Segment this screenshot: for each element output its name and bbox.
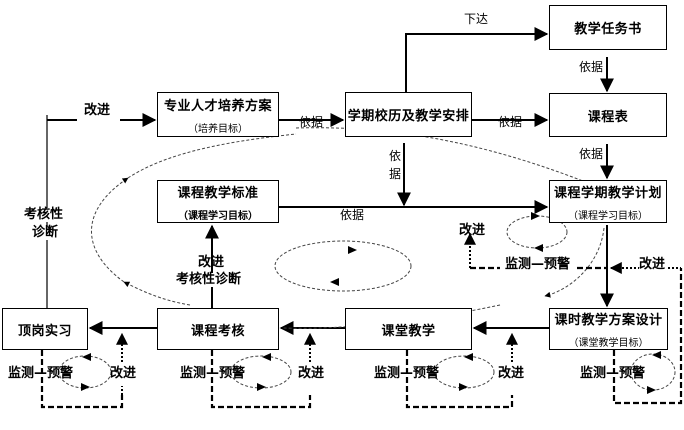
curve-plan-to-classroom <box>544 227 605 298</box>
box-internship: 顶岗实习 <box>2 308 88 350</box>
box-title: 课程教学标准 <box>177 185 259 201</box>
label-improve-internship: 改进 <box>110 366 137 381</box>
box-title: 顶岗实习 <box>17 323 72 339</box>
box-semester-calendar: 学期校历及教学安排 <box>345 92 472 137</box>
label-monitor-plan: 监测—预警 <box>505 257 571 272</box>
arrow-calendar-to-task <box>405 27 549 92</box>
label-basis-task-timetable: 依据 <box>579 60 604 74</box>
curve-left-arc <box>91 177 129 283</box>
box-timetable: 课程表 <box>549 93 667 137</box>
label-basis-calendar-down-2: 据 <box>388 166 402 182</box>
label-basis-calendar-timetable: 依据 <box>498 115 523 129</box>
box-title: 专业人才培养方案 <box>163 98 272 114</box>
label-basis-standard-plan: 依据 <box>340 208 365 222</box>
label-monitor-internship: 监测—预警 <box>8 366 74 381</box>
curve-classroom-to-assessment <box>281 304 501 329</box>
label-basis-timetable-plan: 依据 <box>579 147 604 161</box>
label-diagnosis-standard: 考核性诊断 <box>176 272 242 287</box>
box-course-standard: 课程教学标准 （课程学习目标） <box>157 180 279 223</box>
box-teaching-task: 教学任务书 <box>549 5 667 50</box>
box-title: 课堂教学 <box>381 323 436 339</box>
box-subtitle: （课程学习目标） <box>568 210 648 222</box>
label-improve-classroom: 改进 <box>498 366 525 381</box>
box-title: 课程学期教学计划 <box>553 185 662 201</box>
label-improve-right: 改进 <box>639 257 666 272</box>
box-title: 课程表 <box>587 109 629 125</box>
center-cycle-ellipse <box>274 240 412 292</box>
box-classroom-teaching: 课堂教学 <box>345 308 472 350</box>
box-talent-plan: 专业人才培养方案 （培养目标） <box>157 92 279 137</box>
label-diagnosis-2: 诊断 <box>32 225 59 240</box>
box-subtitle: （课程学习目标） <box>178 210 258 222</box>
bracket-lesson <box>612 268 683 405</box>
box-title: 学期校历及教学安排 <box>347 109 470 124</box>
curve-left-to-talent <box>127 133 297 179</box>
label-monitor-classroom: 监测—预警 <box>374 366 440 381</box>
bracket-assessment <box>210 350 312 409</box>
label-diagnosis-1: 考核性 <box>24 207 64 222</box>
label-improve-assessment: 改进 <box>298 366 325 381</box>
box-lesson-design: 课时教学方案设计 （课堂教学目标） <box>549 308 668 350</box>
box-subtitle: （培养目标） <box>188 123 248 135</box>
label-basis-calendar-down-1: 依 <box>388 148 402 164</box>
label-monitor-assessment: 监测—预警 <box>180 366 246 381</box>
label-monitor-lesson: 监测—预警 <box>580 366 646 381</box>
internship-cycle-ellipse <box>58 355 112 389</box>
label-improve-top: 改进 <box>84 103 111 118</box>
box-title: 课时教学方案设计 <box>554 313 663 328</box>
curve-talent-to-plan <box>295 127 621 197</box>
label-basis-talent-calendar: 依据 <box>299 115 324 129</box>
label-improve-standard: 改进 <box>198 255 225 270</box>
label-issue: 下达 <box>464 12 489 26</box>
classroom-cycle-ellipse <box>433 355 495 389</box>
bracket-classroom <box>405 350 514 409</box>
box-title: 教学任务书 <box>574 22 642 37</box>
box-semester-plan: 课程学期教学计划 （课程学习目标） <box>549 180 667 223</box>
box-subtitle: （课堂教学目标） <box>568 338 649 349</box>
box-course-assessment: 课程考核 <box>157 308 279 350</box>
bracket-internship <box>40 350 124 409</box>
label-improve-plan: 改进 <box>459 223 486 238</box>
box-title: 课程考核 <box>190 323 245 339</box>
